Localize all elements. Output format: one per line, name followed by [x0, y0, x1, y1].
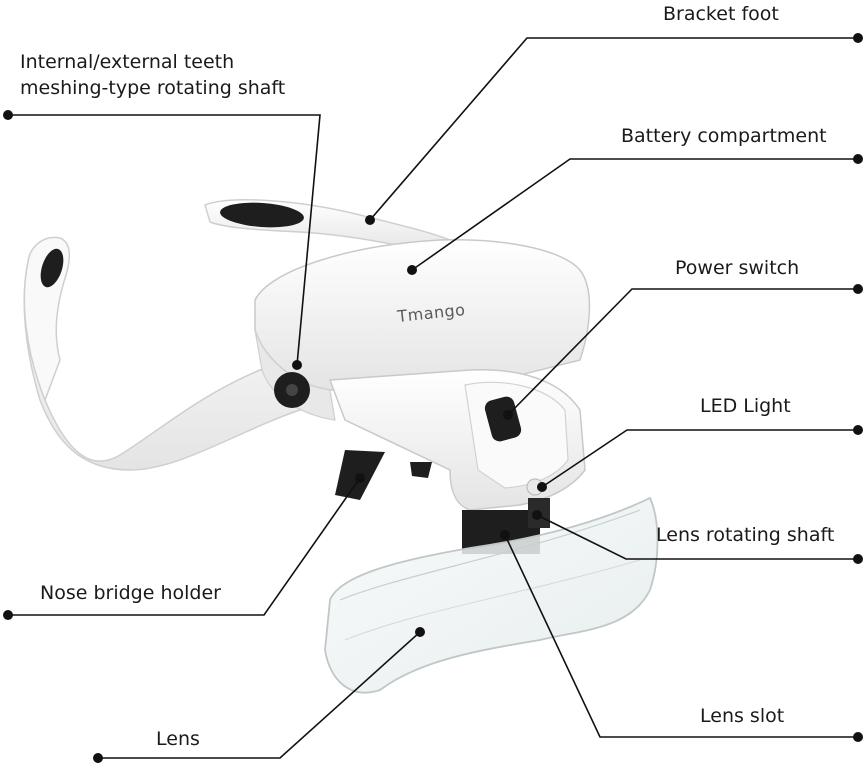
bracket-foot-pad: [220, 202, 304, 228]
dot-nose-bridge-end: [3, 610, 13, 620]
label-lens-rotating-shaft: Lens rotating shaft: [656, 524, 835, 546]
dot-lens-shaft-end: [853, 554, 863, 564]
dot-battery-end: [853, 154, 863, 164]
leader-led-light: [541, 429, 858, 488]
nose-bridge-holder-right: [410, 462, 432, 478]
lens-inner-edge: [344, 559, 641, 641]
leader-lines: [8, 37, 858, 759]
dot-power-switch-tip: [503, 410, 513, 420]
leader-bracket-foot: [369, 37, 858, 221]
dot-lens-tip: [415, 627, 425, 637]
dot-led-tip: [537, 482, 547, 492]
dot-bracket-foot-end: [853, 33, 863, 43]
label-nose-bridge-holder: Nose bridge holder: [40, 582, 221, 604]
label-led-light: LED Light: [700, 395, 791, 417]
label-bracket-foot: Bracket foot: [663, 3, 779, 25]
label-rotating-shaft-line2: meshing-type rotating shaft: [20, 77, 286, 99]
leader-lens-rotating-shaft: [536, 514, 858, 560]
label-power-switch: Power switch: [675, 257, 800, 279]
dot-nose-bridge-tip: [355, 473, 365, 483]
label-lens: Lens: [156, 728, 200, 750]
leader-power-switch: [507, 288, 858, 416]
leader-dots: [3, 33, 863, 763]
dot-lens-end: [93, 753, 103, 763]
leader-lens: [98, 631, 421, 759]
dot-led-end: [853, 425, 863, 435]
headband-arm: [23, 254, 301, 471]
magnifier-lens: [324, 496, 659, 694]
leader-rotating-shaft: [8, 114, 321, 366]
dot-rotating-shaft-end: [3, 110, 13, 120]
headband-pad: [40, 248, 64, 288]
leader-nose-bridge: [8, 477, 361, 616]
dot-lens-shaft-tip: [532, 510, 542, 520]
dot-lens-slot-tip: [500, 530, 510, 540]
rotating-shaft-knob-center: [286, 384, 298, 396]
power-switch-button: [484, 396, 522, 442]
label-rotating-shaft-line1: Internal/external teeth: [20, 51, 235, 73]
leader-lens-slot: [504, 534, 858, 738]
dot-power-switch-end: [853, 284, 863, 294]
label-battery-compartment: Battery compartment: [621, 125, 827, 147]
dot-battery-tip: [407, 265, 417, 275]
dot-bracket-foot-tip: [365, 215, 375, 225]
leader-battery-compartment: [411, 158, 858, 271]
dot-lens-slot-end: [853, 732, 863, 742]
lens-edge-highlight: [339, 509, 641, 601]
housing-side: [254, 329, 336, 421]
label-lens-slot: Lens slot: [700, 705, 785, 727]
dot-rotating-shaft-tip: [292, 360, 302, 370]
